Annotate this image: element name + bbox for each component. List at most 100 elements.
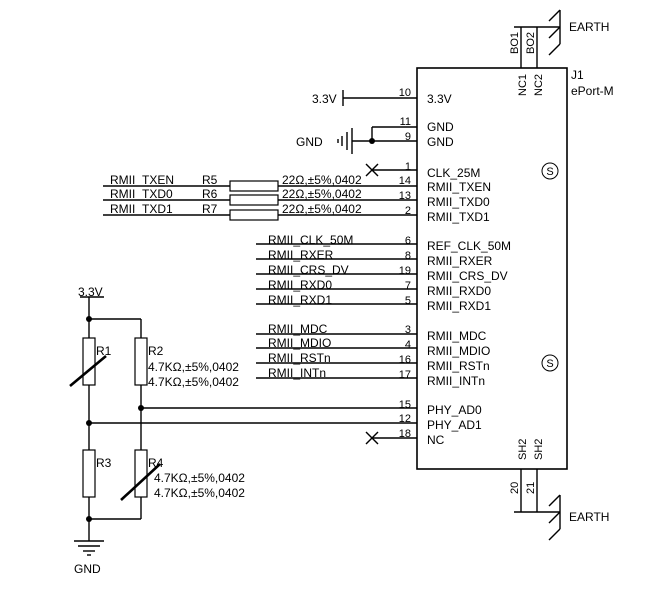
svg-text:6: 6: [405, 235, 411, 247]
resistor-ref-r1: R1: [96, 344, 112, 358]
pin-row: 9 GND: [405, 131, 454, 149]
gnd-label-bottom: GND: [74, 562, 101, 576]
svg-text:17: 17: [399, 369, 411, 381]
power-label-3v3-strap: 3.3V: [78, 285, 103, 299]
pin-label-bo2: BO2: [525, 32, 537, 54]
svg-text:4: 4: [405, 339, 411, 351]
pin-row: 14 RMII_TXEN: [399, 175, 491, 194]
svg-text:NC: NC: [427, 433, 445, 447]
svg-text:RMII_MDC: RMII_MDC: [427, 329, 487, 343]
earth-ground-icon: [548, 494, 561, 541]
svg-text:16: 16: [399, 354, 411, 366]
resistor-r6: [229, 194, 279, 206]
svg-text:PHY_AD0: PHY_AD0: [427, 403, 482, 417]
resistor-r3: [82, 449, 96, 498]
svg-text:PHY_AD1: PHY_AD1: [427, 418, 482, 432]
resistor-ref: R7: [202, 202, 218, 216]
svg-text:10: 10: [399, 87, 411, 99]
pin-name-nc1: NC1: [517, 74, 529, 96]
pin-row: 12 PHY_AD1: [399, 413, 482, 432]
no-connect-icon: [365, 431, 379, 445]
shield-icon: S: [541, 354, 559, 372]
net-label: RMII_RXD0: [268, 278, 332, 292]
net-label: RMII_CLK_50M: [268, 233, 353, 247]
svg-text:RMII_TXD0: RMII_TXD0: [427, 195, 490, 209]
net-label: RMII_TXD0: [110, 187, 173, 201]
net-label: RMII_MDC: [268, 322, 328, 336]
resistor-ref-r3: R3: [96, 456, 112, 470]
net-label: RMII_RSTn: [268, 351, 331, 365]
svg-text:RMII_TXEN: RMII_TXEN: [427, 180, 491, 194]
svg-text:GND: GND: [427, 120, 454, 134]
svg-text:18: 18: [399, 428, 411, 440]
svg-text:GND: GND: [427, 135, 454, 149]
variable-arrow-icon: [120, 463, 161, 501]
ground-icon: [337, 128, 353, 154]
svg-text:RMII_TXD1: RMII_TXD1: [427, 210, 490, 224]
net-label: RMII_RXD1: [268, 293, 332, 307]
svg-text:8: 8: [405, 250, 411, 262]
earth-label-top: EARTH: [569, 20, 609, 34]
resistor-value: 22Ω,±5%,0402: [282, 187, 362, 201]
svg-text:7: 7: [405, 280, 411, 292]
variable-arrow-icon: [69, 355, 107, 387]
resistor-ref: R6: [202, 187, 218, 201]
no-connect-icon: [365, 163, 379, 177]
pin-name-sh2-left: SH2: [517, 439, 529, 460]
svg-text:RMII_CRS_DV: RMII_CRS_DV: [427, 269, 508, 283]
resistor-r7: [229, 209, 279, 221]
svg-text:RMII_INTn: RMII_INTn: [427, 374, 485, 388]
pin-name-nc2: NC2: [533, 74, 545, 96]
svg-text:RMII_RXER: RMII_RXER: [427, 254, 493, 268]
svg-text:1: 1: [405, 161, 411, 173]
pin-row: 18 NC: [399, 428, 445, 447]
svg-text:13: 13: [399, 190, 411, 202]
svg-text:11: 11: [400, 116, 411, 128]
pin-row: 10 3.3V: [399, 87, 452, 106]
shield-icon: S: [541, 162, 559, 180]
svg-text:19: 19: [399, 265, 411, 277]
pin-row: 5 RMII_RXD1: [405, 295, 491, 313]
pin-row: 1 CLK_25M: [405, 161, 481, 180]
net-label: RMII_INTn: [268, 366, 326, 380]
pin-number-20: 20: [509, 482, 521, 494]
connector-j1-part: ePort-M: [571, 84, 614, 98]
svg-text:REF_CLK_50M: REF_CLK_50M: [427, 239, 511, 253]
resistor-value-r4: 4.7KΩ,±5%,0402: [154, 486, 245, 500]
pin-row: 4 RMII_MDIO: [405, 339, 490, 358]
net-label: RMII_MDIO: [268, 336, 331, 350]
svg-text:3.3V: 3.3V: [427, 92, 452, 106]
svg-text:RMII_MDIO: RMII_MDIO: [427, 344, 490, 358]
pin-label-bo1: BO1: [509, 32, 521, 54]
svg-text:S: S: [546, 166, 553, 178]
resistor-r2: [134, 337, 148, 386]
pin-row: 6 REF_CLK_50M: [405, 235, 511, 253]
svg-text:5: 5: [405, 295, 411, 307]
svg-text:RMII_RSTn: RMII_RSTn: [427, 359, 490, 373]
pin-name-sh2-right: SH2: [533, 439, 545, 460]
pin-row: 8 RMII_RXER: [405, 250, 493, 268]
earth-label-bottom: EARTH: [569, 510, 609, 524]
resistor-r4: [134, 449, 148, 498]
svg-text:RMII_RXD0: RMII_RXD0: [427, 284, 491, 298]
power-label-3v3: 3.3V: [312, 92, 337, 106]
resistor-ref-r4: R4: [148, 456, 164, 470]
svg-text:12: 12: [399, 413, 411, 425]
net-label: RMII_TXD1: [110, 202, 173, 216]
resistor-value-r2: 4.7KΩ,±5%,0402: [148, 375, 239, 389]
earth-ground-icon: [548, 9, 561, 56]
pin-row: 3 RMII_MDC: [405, 324, 487, 343]
pin-row: 2 RMII_TXD1: [405, 205, 490, 224]
resistor-value: 22Ω,±5%,0402: [282, 173, 362, 187]
pin-row: 11 GND: [400, 116, 454, 134]
svg-text:3: 3: [405, 324, 411, 336]
pin-number-21: 21: [525, 482, 537, 494]
resistor-r5: [229, 180, 279, 192]
resistor-ref: R5: [202, 173, 218, 187]
svg-text:RMII_RXD1: RMII_RXD1: [427, 299, 491, 313]
pin-row: 13 RMII_TXD0: [399, 190, 490, 209]
resistor-value-r2: 4.7KΩ,±5%,0402: [148, 360, 239, 374]
resistor-value: 22Ω,±5%,0402: [282, 202, 362, 216]
pin-row: 7 RMII_RXD0: [405, 280, 491, 298]
